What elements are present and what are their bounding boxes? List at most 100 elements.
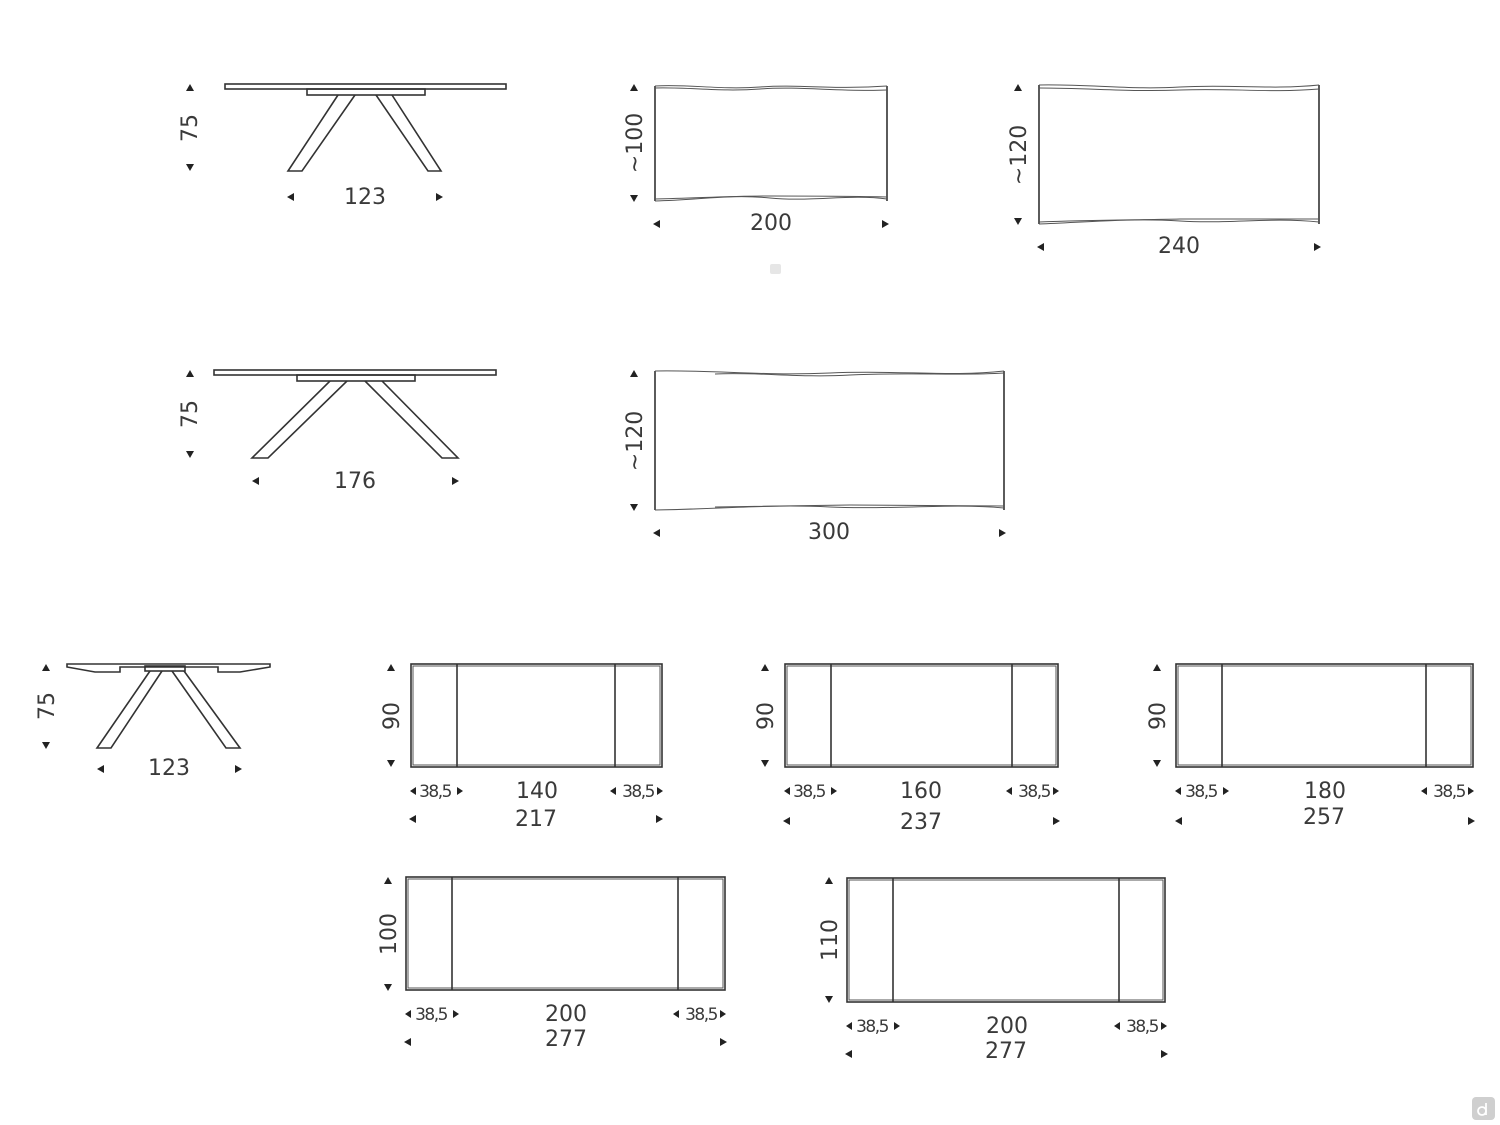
arrow-left xyxy=(673,1010,679,1018)
width-label: 123 xyxy=(148,756,190,781)
center-label: 180 xyxy=(1304,779,1346,804)
table-leg-right xyxy=(364,380,460,459)
total-label: 257 xyxy=(1303,805,1345,830)
arrow-left xyxy=(1421,787,1427,795)
live-edge-top xyxy=(1038,84,1320,89)
arrow-right xyxy=(657,787,663,795)
arrow-left xyxy=(404,1038,411,1046)
arrow-left xyxy=(287,193,294,201)
depth-label: 100 xyxy=(377,913,402,955)
arrow-right xyxy=(1053,787,1059,795)
live-edge-bottom xyxy=(1038,219,1320,225)
arrow-right xyxy=(831,787,837,795)
table-outline xyxy=(410,663,663,768)
top-sides xyxy=(654,371,1005,510)
center-label: 160 xyxy=(900,779,942,804)
live-edge-bottom xyxy=(654,505,1005,511)
live-edge-top xyxy=(654,85,888,89)
arrow-right xyxy=(457,787,463,795)
table-inner-outline xyxy=(786,665,1057,766)
arrow-down xyxy=(186,164,194,171)
live-edge-bottom-inner xyxy=(714,504,1005,508)
table-leg-right xyxy=(171,670,242,749)
extension-view-217: 90 38,5 140 38,5 217 xyxy=(380,663,663,832)
table-outline xyxy=(405,876,726,991)
table-outline xyxy=(1175,663,1474,768)
arrow-up xyxy=(384,877,392,884)
arrow-left xyxy=(252,477,259,485)
arrow-down xyxy=(1153,760,1161,767)
center-label: 200 xyxy=(545,1002,587,1027)
arrow-right xyxy=(1468,787,1474,795)
width-label: 176 xyxy=(334,469,376,494)
side-view-123-extending: 75 123 xyxy=(35,663,271,781)
total-label: 217 xyxy=(515,807,557,832)
arrow-down xyxy=(387,760,395,767)
arrow-right xyxy=(436,193,443,201)
arrow-up xyxy=(630,370,638,377)
depth-label: 90 xyxy=(754,702,779,730)
leaf-right-label: 38,5 xyxy=(1126,1017,1159,1037)
leaf-right-label: 38,5 xyxy=(1433,782,1466,802)
live-edge-top xyxy=(654,370,1005,375)
arrow-up xyxy=(1014,84,1022,91)
depth-label: ~120 xyxy=(1007,125,1032,185)
arrow-left xyxy=(1175,817,1182,825)
live-edge-bottom xyxy=(654,196,888,202)
arrow-left xyxy=(410,787,416,795)
arrow-up xyxy=(186,84,194,91)
arrow-right xyxy=(235,765,242,773)
table-frame xyxy=(296,374,416,382)
depth-label: 110 xyxy=(818,919,843,961)
extension-view-237: 90 38,5 160 38,5 237 xyxy=(754,663,1060,835)
arrow-right xyxy=(720,1038,727,1046)
table-leg-right xyxy=(375,94,443,172)
small-square-mark xyxy=(770,264,781,274)
arrow-right xyxy=(1161,1022,1167,1030)
top-sides xyxy=(654,86,888,201)
table-inner-outline xyxy=(412,665,661,766)
leaf-right-label: 38,5 xyxy=(685,1005,718,1025)
arrow-right xyxy=(999,529,1006,537)
table-leg-left xyxy=(286,94,356,172)
height-label: 75 xyxy=(178,114,203,142)
top-view-300: ~120 300 xyxy=(623,370,1006,545)
arrow-right xyxy=(453,1010,459,1018)
arrow-up xyxy=(387,664,395,671)
arrow-right xyxy=(1468,817,1475,825)
leaf-left-label: 38,5 xyxy=(415,1005,448,1025)
arrow-right xyxy=(720,1010,726,1018)
length-label: 200 xyxy=(750,211,792,236)
table-inner-outline xyxy=(407,878,724,989)
arrow-right xyxy=(656,815,663,823)
arrow-left xyxy=(783,817,790,825)
arrow-up xyxy=(761,664,769,671)
arrow-left xyxy=(653,529,660,537)
center-label: 140 xyxy=(516,779,558,804)
table-top-side xyxy=(66,663,271,673)
arrow-left xyxy=(1006,787,1012,795)
top-view-200: ~100 200 xyxy=(623,84,889,236)
side-view-176: 75 176 xyxy=(178,369,497,494)
height-label: 75 xyxy=(35,692,60,720)
arrow-up xyxy=(42,664,50,671)
leaf-left-label: 38,5 xyxy=(793,782,826,802)
leaf-right-label: 38,5 xyxy=(622,782,655,802)
arrow-left xyxy=(97,765,104,773)
arrow-left xyxy=(784,787,790,795)
arrow-left xyxy=(653,220,660,228)
live-edge-top-inner xyxy=(1038,87,1320,92)
arrow-left xyxy=(1037,243,1044,251)
arrow-right xyxy=(1161,1050,1168,1058)
width-label: 123 xyxy=(344,185,386,210)
arrow-down xyxy=(384,984,392,991)
depth-label: ~100 xyxy=(623,113,648,173)
table-leg-left xyxy=(250,380,348,459)
live-edge-top-inner xyxy=(654,87,888,91)
arrow-left xyxy=(610,787,616,795)
top-view-240: ~120 240 xyxy=(1007,84,1321,259)
arrow-down xyxy=(1014,218,1022,225)
extension-view-277-100: 100 38,5 200 38,5 277 xyxy=(377,876,727,1052)
arrow-up xyxy=(186,370,194,377)
